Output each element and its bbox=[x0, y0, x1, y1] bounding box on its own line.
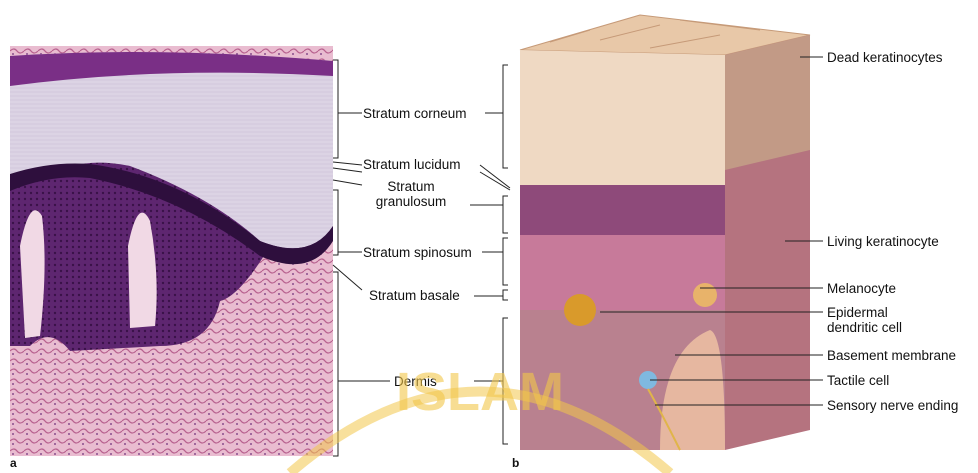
label-stratum-lucidum: Stratum lucidum bbox=[363, 157, 461, 172]
bracket-b-granulosum bbox=[503, 196, 508, 233]
label-dead-keratinocytes: Dead keratinocytes bbox=[827, 50, 943, 65]
label-stratum-granulosum: Stratum granulosum bbox=[352, 179, 470, 209]
bracket-b-dermis bbox=[503, 318, 508, 444]
label-dermis: Dermis bbox=[394, 374, 437, 389]
panel-b-letter: b bbox=[512, 456, 519, 470]
label-tactile-cell: Tactile cell bbox=[827, 373, 889, 388]
micrograph-image bbox=[10, 46, 333, 456]
label-stratum-spinosum: Stratum spinosum bbox=[363, 245, 472, 260]
label-basement-membrane: Basement membrane bbox=[827, 348, 956, 363]
panel-a-letter: a bbox=[10, 456, 17, 470]
label-melanocyte: Melanocyte bbox=[827, 281, 896, 296]
label-stratum-basale: Stratum basale bbox=[369, 288, 460, 303]
label-sensory-nerve-ending: Sensory nerve ending bbox=[827, 398, 958, 413]
bracket-spinosum bbox=[333, 190, 338, 255]
skin-block-image bbox=[510, 10, 815, 455]
bracket-b-spinosum bbox=[503, 238, 508, 285]
label-stratum-corneum: Stratum corneum bbox=[363, 106, 467, 121]
skin-block-illustration bbox=[510, 10, 815, 455]
label-living-keratinocyte: Living keratinocyte bbox=[827, 234, 939, 249]
label-epidermal-dendritic-cell: Epidermal dendritic cell bbox=[827, 305, 937, 335]
bracket-dermis bbox=[333, 272, 338, 456]
micrograph-panel-a bbox=[10, 46, 333, 456]
bracket-b-corneum bbox=[503, 65, 508, 168]
bracket-corneum bbox=[333, 60, 338, 158]
